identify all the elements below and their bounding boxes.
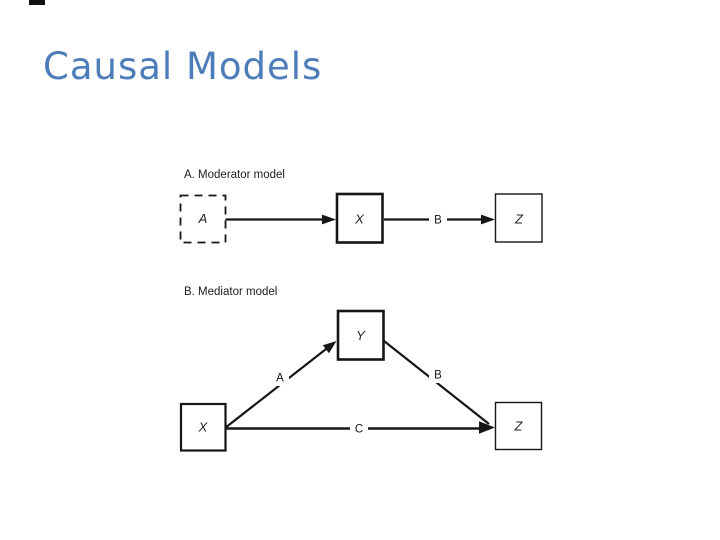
mediator-box-y-label: Y	[356, 328, 366, 343]
moderator-caption: A. Moderator model	[184, 169, 285, 181]
top-edge-mark	[29, 0, 45, 5]
arrow-x-to-z-head	[481, 214, 495, 225]
mediator-box-y	[336, 309, 385, 361]
moderator-box-x-label: X	[354, 212, 365, 227]
moderator-box-x	[335, 192, 384, 244]
moderator-box-a	[179, 194, 227, 244]
mediator-box-x-label: X	[198, 420, 209, 435]
mediator-edge-label-b: B	[434, 370, 442, 382]
mediator-edge-label-a: A	[276, 373, 284, 385]
arrow-a-to-x-head	[322, 214, 336, 225]
mediator-box-x	[179, 402, 227, 452]
mediator-box-z	[494, 401, 543, 451]
mediator-edge-label-c: C	[355, 424, 363, 436]
mediator-box-z-label: Z	[514, 419, 524, 434]
moderator-box-a-label: A	[198, 211, 208, 226]
arrow-into-z-head	[479, 421, 495, 434]
arrow-x-to-y-head	[322, 341, 337, 354]
edge-label-a-mask	[271, 368, 289, 386]
edge-label-b2-mask	[429, 365, 447, 383]
arrow-x-to-y-line	[224, 346, 329, 429]
slide-title: Causal Models	[43, 45, 323, 88]
edge-label-c-mask	[350, 419, 368, 437]
moderator-edge-label-b: B	[434, 215, 442, 227]
mediator-caption: B. Mediator model	[184, 286, 277, 298]
moderator-box-z-label: Z	[514, 212, 524, 227]
edge-label-b-mask	[429, 210, 447, 228]
moderator-box-z	[494, 193, 543, 243]
